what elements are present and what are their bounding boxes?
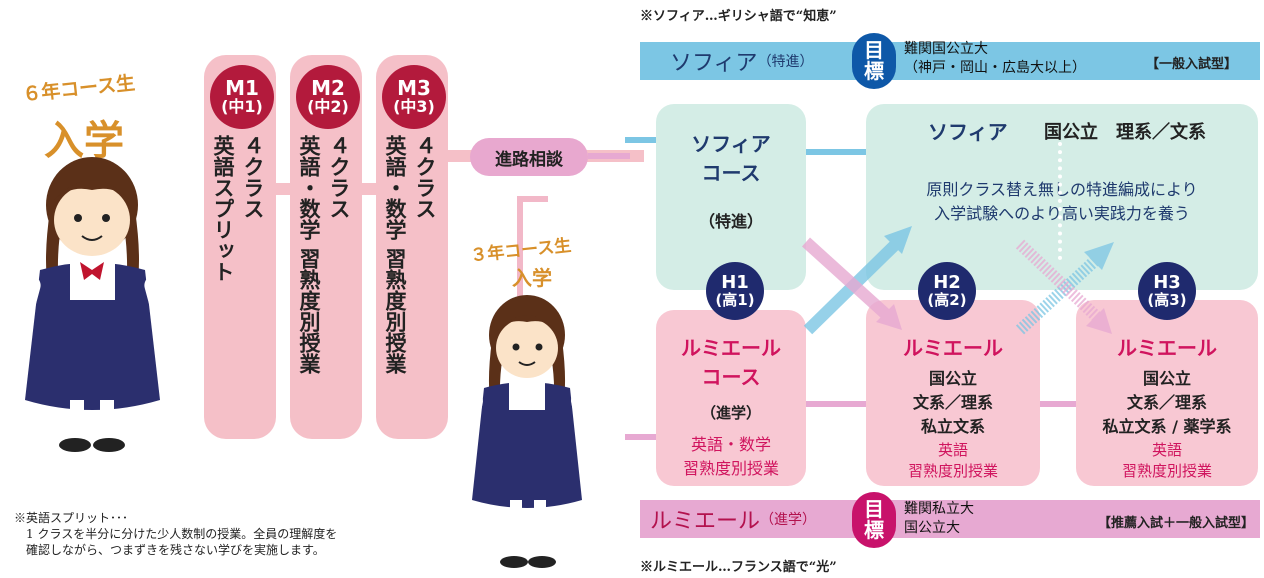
m3-badge: M3 (中3) <box>382 65 446 129</box>
sophia-meaning-note: ※ソフィア…ギリシャ語で“知恵” <box>640 9 837 24</box>
lumiere-goal-icon: 目標 <box>852 492 896 548</box>
sophia-goal-band: ソフィア （特進） <box>640 42 1260 80</box>
sophia-band-title: ソフィア <box>670 51 758 76</box>
m1-badge: M1 (中1) <box>210 65 274 129</box>
sophia-target-2: （神戸・岡山・広島大以上） <box>904 59 1086 76</box>
sophia-course-line1: ソフィア <box>691 132 771 156</box>
six-year-heading: ６年コース生 入学 <box>14 64 184 174</box>
m2-badge: M2 (中2) <box>296 65 360 129</box>
lumiere-h3-title: ルミエール <box>1117 336 1217 360</box>
footnote-title: ※英語スプリット･･･ <box>14 511 129 525</box>
m1-column: M1 (中1) ４クラス 英語スプリット <box>204 55 276 439</box>
m3-subjects: 英語・数学習熟度別授業 <box>383 135 407 374</box>
lumiere-meaning-note: ※ルミエール…フランス語で“光” <box>640 560 837 575</box>
arrow-h2-to-h3-up <box>1015 242 1114 335</box>
m2-column: M2 (中2) ４クラス 英語・数学習熟度別授業 <box>290 55 362 439</box>
lumiere-course-line2: コース <box>701 365 761 389</box>
career-consult-badge: 進路相談 <box>470 138 588 176</box>
lumiere-h2-n1: 英語 <box>937 441 968 459</box>
sophia-dotted-divider <box>1058 142 1062 260</box>
sophia-course-sub: （特進） <box>698 212 763 231</box>
sophia-course-line2: コース <box>701 161 761 185</box>
lumiere-h2-box: ルミエール 国公立 文系／理系 私立文系 英語 習熟度別授業 <box>866 300 1040 486</box>
lumiere-target-2: 国公立大 <box>904 519 960 536</box>
m2-subjects: 英語・数学習熟度別授業 <box>297 135 321 374</box>
lumiere-course-box: ルミエール コース （進学） 英語・数学 習熟度別授業 <box>656 310 806 486</box>
lumiere-course-sub: （進学） <box>700 404 761 422</box>
three-year-enroll: 入学 <box>512 266 552 290</box>
lumiere-h3-l3: 私立文系 / 薬学系 <box>1102 417 1232 436</box>
lumiere-h2-n2: 習熟度別授業 <box>907 462 998 480</box>
lumiere-course-line1: ルミエール <box>681 336 781 360</box>
m1-english-split: 英語スプリット <box>211 135 235 282</box>
student-girl-illustration <box>3 157 182 452</box>
lumiere-course-note2: 習熟度別授業 <box>682 459 779 478</box>
lumiere-targets: 難関私立大 国公立大 <box>904 500 1104 538</box>
three-year-heading: ３年コース生 入学 <box>469 230 620 290</box>
lumiere-h2-l1: 国公立 <box>928 369 977 388</box>
arrow-sophia-to-lumiere <box>801 237 902 330</box>
lumiere-band-sub: （進学） <box>760 512 817 528</box>
six-year-enroll: 入学 <box>44 118 124 164</box>
m3-column: M3 (中3) ４クラス 英語・数学習熟度別授業 <box>376 55 448 439</box>
lumiere-h3-n1: 英語 <box>1151 441 1182 459</box>
h2-badge: H2(高2) <box>918 262 976 320</box>
footnote-body-1: 1 クラスを半分に分けた少人数制の授業。全員の理解度を <box>26 527 338 542</box>
sophia-course-box: ソフィア コース （特進） <box>656 104 806 290</box>
sophia-upper-box: ソフィア 国公立 理系／文系 原則クラス替え無しの特進編成により 入学試験へのよ… <box>866 104 1258 290</box>
lumiere-h2-l2: 文系／理系 <box>912 393 993 412</box>
sophia-goal-icon: 目標 <box>852 33 896 89</box>
sophia-upper-desc2: 入学試験へのより高い実践力を養う <box>934 204 1190 223</box>
h3-badge: H3(高3) <box>1138 262 1196 320</box>
arrow-h2-to-h3-down <box>1015 239 1112 334</box>
sophia-upper-title: ソフィア <box>928 120 1008 144</box>
lumiere-h2-title: ルミエール <box>903 336 1003 360</box>
lumiere-h3-l1: 国公立 <box>1142 369 1191 388</box>
sophia-targets: 難関国公立大 （神戸・岡山・広島大以上） <box>904 40 1144 78</box>
sophia-upper-kinds: 国公立 理系／文系 <box>1044 122 1206 143</box>
lumiere-h3-l2: 文系／理系 <box>1126 393 1207 412</box>
lumiere-target-1: 難関私立大 <box>904 501 974 517</box>
lumiere-goal-band: ルミエール （進学） <box>640 500 1260 538</box>
lumiere-band-title: ルミエール <box>650 509 761 534</box>
sophia-band-sub: （特進） <box>757 54 814 70</box>
m2-classes: ４クラス <box>327 135 351 219</box>
career-consult-label: 進路相談 <box>495 149 563 170</box>
m1-classes: ４クラス <box>241 135 265 219</box>
sophia-upper-desc1: 原則クラス替え無しの特進編成により <box>926 180 1198 199</box>
sophia-target-1: 難関国公立大 <box>904 41 988 57</box>
lumiere-exam-type: 【推薦入試＋一般入試型】 <box>1098 516 1255 531</box>
footnote-body-2: 確認しながら、つまずきを残さない学びを実施します。 <box>26 543 325 558</box>
english-split-footnote: ※英語スプリット･･･ 1 クラスを半分に分けた少人数制の授業。全員の理解度を … <box>14 510 484 559</box>
lumiere-course-note1: 英語・数学 <box>690 435 771 454</box>
sophia-exam-type: 【一般入試型】 <box>1146 57 1238 72</box>
m3-classes: ４クラス <box>413 135 437 219</box>
student-girl-small-illustration <box>454 295 600 568</box>
lumiere-h2-l3: 私立文系 <box>920 417 985 436</box>
lumiere-h3-n2: 習熟度別授業 <box>1121 462 1212 480</box>
h1-badge: H1(高1) <box>706 262 764 320</box>
